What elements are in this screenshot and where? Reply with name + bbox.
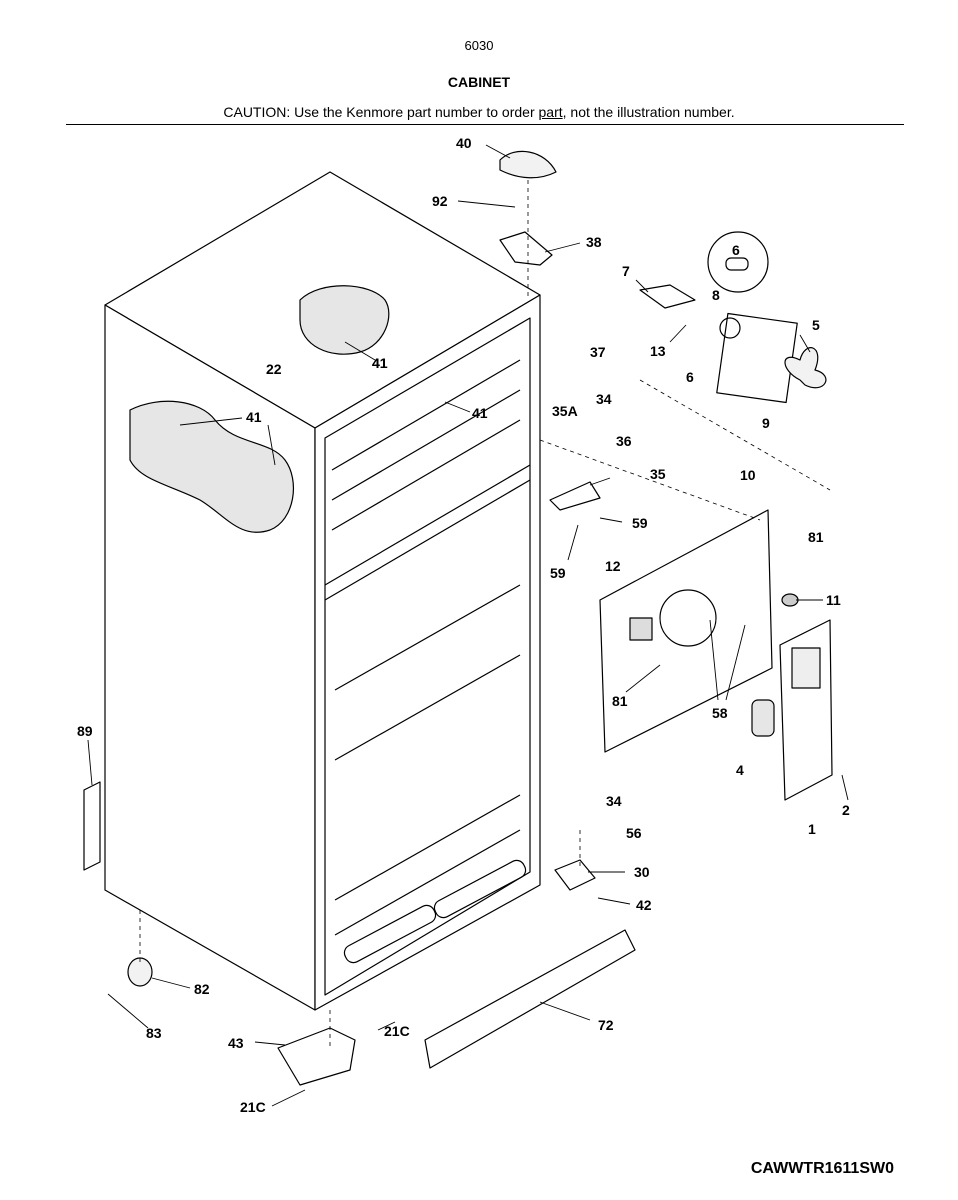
fan-blade-part [784,347,827,389]
model-number: CAWWTR1611SW0 [750,1160,894,1177]
toe-grille-part [424,929,636,1069]
fan-housing-part [716,312,798,404]
roller-part [127,957,153,987]
callout-label: 35 [650,466,666,482]
callout-label: 8 [712,287,720,303]
callout-label: 72 [598,1017,614,1033]
page-number: 6030 [464,38,494,53]
callout-label: 41 [246,409,262,425]
callout-label: 6 [686,369,694,385]
callout-label: 5 [812,317,820,333]
callout-label: 58 [712,705,728,721]
caution-part-link[interactable]: part [538,104,563,120]
callout-label: 34 [606,793,622,809]
insulation-side [129,400,294,533]
callout-label: 89 [77,723,93,739]
callout-label: 41 [372,355,388,371]
callout-label: 30 [634,864,650,880]
magnifier-circle [707,231,769,293]
rear-panel-part [599,509,773,753]
caution-note: CAUTION: Use the Kenmore part number to … [0,104,958,120]
hinge-cover-part [499,150,557,179]
roller-bracket-part [277,1027,356,1086]
callout-label: 12 [605,558,621,574]
callout-label: 82 [194,981,210,997]
mid-hinge-part [549,481,601,511]
callout-label: 59 [632,515,648,531]
callout-label: 1 [808,821,816,837]
insulation-top [299,285,390,355]
callout-label: 41 [472,405,488,421]
callout-label: 37 [590,344,606,360]
callout-label: 59 [550,565,566,581]
callout-label: 21C [240,1099,266,1115]
side-plate-part [83,781,101,871]
callout-label: 38 [586,234,602,250]
callout-label: 81 [612,693,628,709]
callout-label: 4 [736,762,744,778]
dispenser-panel-part [779,619,833,801]
callout-label: 42 [636,897,652,913]
header-divider [66,124,904,125]
callout-label: 41 [372,355,388,371]
caution-text-end: , not the illustration number. [562,104,735,120]
callout-label: 10 [740,467,756,483]
callout-label: 40 [456,135,472,151]
plug-part [781,593,799,607]
callout-label: 56 [626,825,642,841]
callout-label: 81 [808,529,824,545]
fan-motor-part [719,317,741,339]
control-part [629,617,653,641]
callout-label: 6 [732,242,740,258]
callout-label: 22 [266,361,282,377]
callout-label: 43 [228,1035,244,1051]
top-hinge-part [499,231,553,266]
callout-label: 13 [650,343,666,359]
callout-label: 7 [622,263,630,279]
callout-label: 9 [762,415,770,431]
callout-labels: 40 92 38 6 7 8 5 13 37 6 22 41 41 41 41 … [77,135,850,1115]
callout-label: 11 [826,592,841,608]
callout-label: 83 [146,1025,162,1041]
callout-label: 36 [616,433,632,449]
caution-text: CAUTION: Use the Kenmore part number to … [223,104,539,120]
page-title: CABINET [447,74,511,90]
callout-label: 2 [842,802,850,818]
dispenser-actuator-part [751,699,775,737]
callout-label: 92 [432,193,448,209]
callout-label: 34 [596,391,612,407]
callout-label: 21C [384,1023,410,1039]
callout-label: 35A [552,403,578,419]
fan-bracket-part [639,284,696,309]
bottom-hinge-part [554,859,596,891]
